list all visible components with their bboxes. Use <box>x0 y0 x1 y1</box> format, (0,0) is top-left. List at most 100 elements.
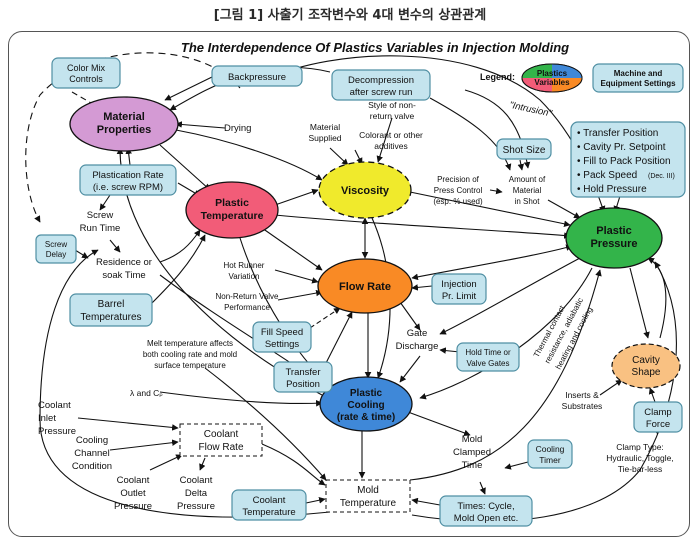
edge-nonreturn-flow <box>277 289 323 301</box>
non-return-label-1: Non-Return Valve <box>216 292 280 301</box>
edge-colormix-material <box>71 91 101 109</box>
decompression-text-2: after screw run <box>350 87 413 98</box>
edge-screwrun-residence <box>109 239 121 253</box>
delta-label-1: Coolant <box>180 475 213 486</box>
hold-time-text-1: Hold Time or <box>465 348 511 357</box>
clamp-force-text-2: Force <box>646 419 670 430</box>
edge-temp-pressure <box>274 214 571 239</box>
clamp-type-label-1: Clamp Type: <box>616 442 664 452</box>
cavity-label-1: Cavity <box>632 355 660 366</box>
box-fill-speed <box>252 321 312 353</box>
edge-coolanttemp-moldtemp <box>305 496 326 504</box>
inserts-label-1: Inserts & <box>565 390 599 400</box>
edge-left-loop-bottom <box>39 249 331 518</box>
edge-melt-moldtemp <box>204 367 327 481</box>
outlet-label-3: Pressure <box>114 501 152 512</box>
plastic-pressure-label-2: Pressure <box>590 238 637 250</box>
box-screw-delay <box>35 234 77 264</box>
barrel-text-2: Temperatures <box>80 312 141 323</box>
edge-amount-pressure <box>547 199 581 219</box>
legend-plastics-text-1: Plastics <box>537 69 568 78</box>
node-viscosity: Viscosity <box>318 161 412 219</box>
edge-coolantflow-moldtemp <box>261 443 326 486</box>
edge-material-dashed-loop <box>25 52 241 223</box>
legend-machine-text-2: Equipment Settings <box>600 79 676 88</box>
screw-run-label-2: Run Time <box>80 223 121 234</box>
bullet-4: • Pack Speed <box>577 170 637 181</box>
mold-temp-text-2: Temperature <box>340 498 397 509</box>
edge-barrel-temp <box>149 234 206 306</box>
edge-plastication-screwrun <box>99 194 111 211</box>
injection-text-1: Injection <box>441 279 476 290</box>
bullet-5: • Hold Pressure <box>577 184 647 195</box>
cooling-label-2: Cooling <box>347 400 384 411</box>
plastic-temp-label-1: Plastic <box>215 197 249 209</box>
coolant-temp-text-2: Temperature <box>242 507 295 518</box>
shot-size-text: Shot Size <box>503 145 546 156</box>
edge-style-viscosity <box>376 117 393 163</box>
box-injection-limit <box>431 273 487 305</box>
edge-injlimit-flow <box>411 284 433 291</box>
coolant-inlet-label-2: Inlet <box>38 413 56 424</box>
times-text-2: Mold Open etc. <box>454 513 518 524</box>
plastics-variables: Material Properties Plastic Temperature … <box>69 96 681 432</box>
legend-machine-box <box>592 63 684 93</box>
color-mix-text-1: Color Mix <box>67 63 106 73</box>
box-hold-time <box>456 342 520 372</box>
barrel-text-1: Barrel <box>98 299 125 310</box>
transfer-text-2: Position <box>286 379 320 390</box>
outlet-label-2: Outlet <box>120 488 146 499</box>
node-flow-rate: Flow Rate <box>317 258 413 314</box>
machine-settings-text: Color Mix Controls Backpressure Decompre… <box>45 63 675 524</box>
coolant-flow-text-1: Coolant <box>204 429 239 440</box>
style-label-1: Style of non- <box>368 100 416 110</box>
node-plastic-pressure: Plastic Pressure <box>565 207 663 269</box>
supplied-label-2: Supplied <box>308 133 341 143</box>
box-mold-temperature <box>325 479 411 513</box>
hot-runner-label-2: Variation <box>229 272 260 281</box>
residence-label-2: soak Time <box>102 270 145 281</box>
clamped-label-1: Mold <box>462 434 483 445</box>
box-plastication <box>79 164 177 196</box>
legend-plastics-text-2: Variables <box>534 78 570 87</box>
box-shot-size <box>496 138 552 160</box>
bullet-2: • Cavity Pr. Setpoint <box>577 142 666 153</box>
intermediate-boxes: Coolant Flow Rate Mold Temperature <box>179 423 411 513</box>
edge-clamped-times <box>479 481 486 495</box>
non-return-label-2: Performance <box>224 303 270 312</box>
injection-text-2: Pr. Limit <box>442 291 477 302</box>
box-cooling-timer <box>527 439 573 469</box>
edge-pressure-cavity <box>629 267 650 339</box>
edge-coolingtimer-clamped <box>504 461 529 470</box>
legend-plastics-fill-orange <box>552 78 582 92</box>
colorant-label-2: additives <box>374 141 408 151</box>
box-clamp-force <box>633 401 683 433</box>
amount-label-2: Material <box>513 186 542 195</box>
intrusion-label: "Intrusion" <box>508 100 553 120</box>
melt-label-3: surface temperature <box>154 361 226 370</box>
supplied-label-1: Material <box>310 122 340 132</box>
machine-settings <box>35 57 686 527</box>
delta-label-2: Delta <box>185 488 208 499</box>
edge-inserts-cavity <box>599 379 623 396</box>
edge-material-viscosity <box>175 129 323 181</box>
box-times <box>439 495 533 527</box>
edge-channel-coolantflow <box>109 439 179 451</box>
clamp-type-label-3: Tie-bar-less <box>618 464 663 474</box>
screw-delay-text-1: Screw <box>45 240 67 249</box>
amount-label-1: Amount of <box>509 175 546 184</box>
box-bullets <box>570 121 686 198</box>
edge-moldtemp-pressure <box>409 269 602 481</box>
coolant-inlet-label-3: Pressure <box>38 426 76 437</box>
box-transfer <box>273 361 333 393</box>
cavity-label-2: Shape <box>632 367 661 378</box>
drying-label: Drying <box>224 123 251 134</box>
edge-gate-cooling <box>399 355 421 383</box>
channel-label-2: Channel <box>74 448 109 459</box>
box-coolant-temp <box>231 489 307 521</box>
box-coolant-flow-rate <box>179 423 263 457</box>
backpressure-text: Backpressure <box>228 72 286 83</box>
edge-supplied-viscosity <box>329 147 349 166</box>
coolant-inlet-label-1: Coolant <box>38 400 71 411</box>
